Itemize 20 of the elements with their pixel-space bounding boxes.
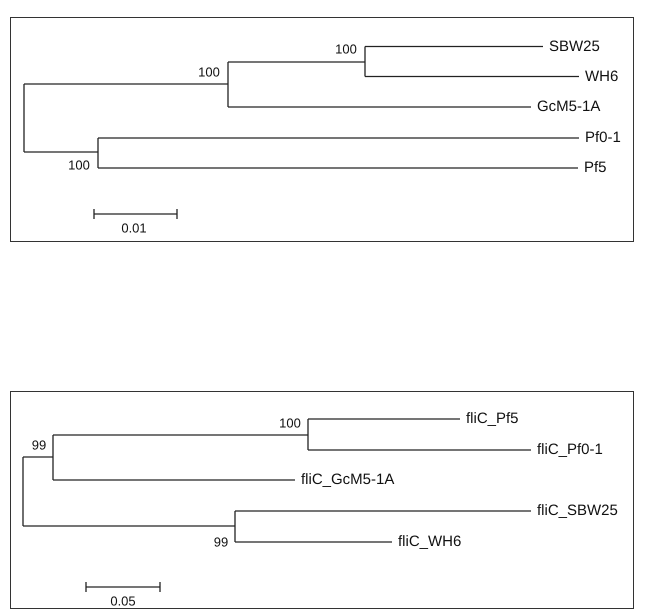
tree-panel xyxy=(10,17,634,242)
tree-panel xyxy=(10,391,634,609)
bootstrap-value: 100 xyxy=(279,416,301,430)
bootstrap-value: 99 xyxy=(214,534,228,550)
taxon-label: Pf5 xyxy=(584,159,607,177)
scale-label: 0.05 xyxy=(110,594,136,608)
taxon-label: GcM5-1A xyxy=(537,98,600,116)
bootstrap-value: 100 xyxy=(335,42,357,56)
bootstrap-value: 100 xyxy=(198,64,220,80)
bootstrap-value: 99 xyxy=(32,438,46,452)
bootstrap-value: 100 xyxy=(68,158,90,172)
scale-label: 0.01 xyxy=(121,220,147,236)
taxon-label: fliC_Pf5 xyxy=(466,410,519,428)
taxon-label: fliC_Pf0-1 xyxy=(537,441,603,459)
taxon-label: fliC_GcM5-1A xyxy=(301,471,394,489)
taxon-label: fliC_SBW25 xyxy=(537,502,618,520)
taxon-label: SBW25 xyxy=(549,38,600,56)
taxon-label: WH6 xyxy=(585,68,618,86)
taxon-label: fliC_WH6 xyxy=(398,533,462,551)
taxon-label: Pf0-1 xyxy=(585,129,621,147)
